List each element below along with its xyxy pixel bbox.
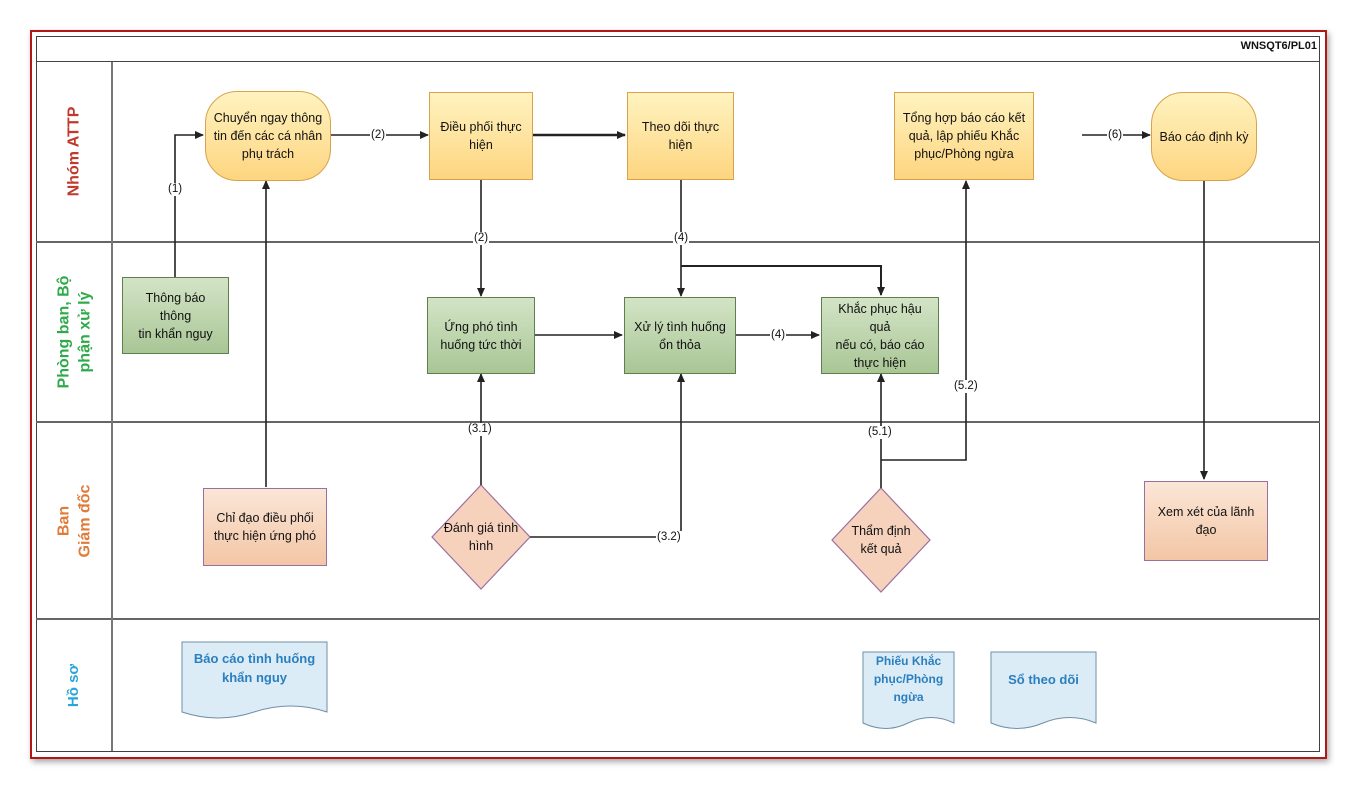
doc-so-theo-doi-shape (990, 651, 1097, 729)
edge-label-2a: (2) (370, 129, 387, 142)
edge-theo-doi-khac-phuc (681, 265, 885, 296)
edge-label-1: (1) (167, 183, 184, 196)
edge-label-5-1: (5.1) (867, 426, 893, 439)
edge-label-6: (6) (1107, 129, 1124, 142)
edge-label-3-2: (3.2) (656, 531, 682, 544)
edge-label-2b: (2) (473, 232, 490, 245)
lane-label-divider (111, 62, 113, 751)
lane-divider-2 (36, 421, 1320, 423)
lane-divider-3 (36, 618, 1320, 620)
node-bao-cao-dinh-ky[interactable]: Báo cáo định kỳ (1151, 92, 1257, 181)
header-divider (36, 61, 1320, 62)
diagram-border (36, 36, 1320, 752)
edge-label-3-1: (3.1) (467, 423, 493, 436)
edge-5-2 (881, 180, 970, 461)
doc-bao-cao-shape (181, 641, 328, 719)
edge-label-5-2: (5.2) (953, 380, 979, 393)
edge-3-2 (530, 373, 685, 538)
danh-gia-diamond (431, 484, 531, 590)
edge-1 (174, 131, 204, 277)
edge-label-4b: (4) (770, 329, 787, 342)
document-code: WNSQT6/PL01 (1240, 40, 1317, 52)
doc-so-theo-doi[interactable]: Sổ theo dõi (1008, 672, 1079, 687)
tham-dinh-diamond (831, 487, 931, 593)
doc-phieu-shape (862, 651, 955, 729)
edge-label-4a: (4) (673, 232, 690, 245)
